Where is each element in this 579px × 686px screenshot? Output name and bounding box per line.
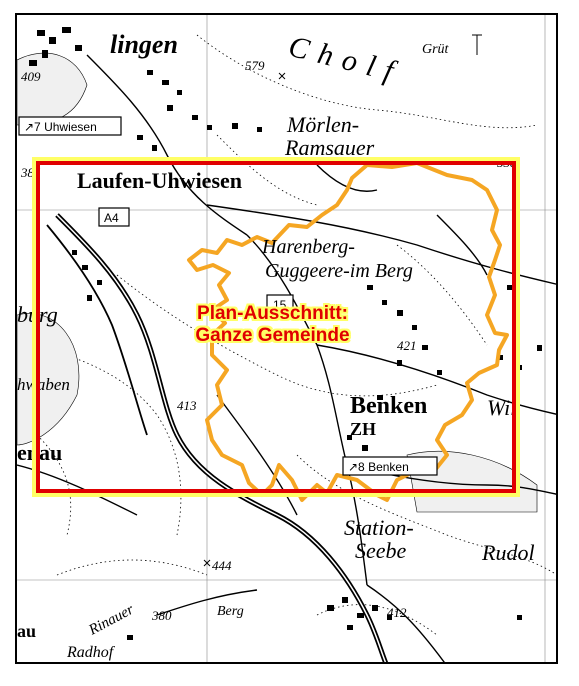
label-grut: Grüt (422, 42, 450, 57)
label-burg: burg (17, 302, 58, 327)
elevation-412: 412 (387, 605, 407, 620)
elevation-538: 538 (497, 155, 517, 170)
label-lingen: lingen (110, 30, 178, 59)
label-morlen: Mörlen- (286, 112, 359, 137)
sign-uhwiesen: ↗7 Uhwiesen (24, 120, 97, 134)
label-seebe: Seebe (355, 538, 407, 563)
elevation-444: 444 (212, 558, 232, 573)
label-enau: enau (17, 440, 62, 465)
sign-route15: 15 (273, 298, 287, 312)
road-signs: ↗7 Uhwiesen A4 15 ↗8 Benken (18, 116, 438, 476)
topographic-map[interactable]: lingen Cholf Grüt Mörlen- Ramsauer Laufe… (17, 15, 558, 664)
map-frame[interactable]: lingen Cholf Grüt Mörlen- Ramsauer Laufe… (15, 13, 558, 664)
label-berg: Berg (217, 604, 244, 619)
label-station: Station- (344, 515, 414, 540)
plan-caption: Plan-Ausschnitt: Ganze Gemeinde (165, 303, 380, 347)
spot-markers (203, 34, 482, 567)
elevation-421: 421 (397, 338, 417, 353)
elevation-380: 380 (151, 608, 172, 623)
label-wil: Wil (487, 395, 516, 420)
sign-a4: A4 (104, 211, 119, 225)
label-choll: Cholf (285, 30, 406, 90)
label-zh: ZH (350, 419, 376, 439)
municipal-boundary (187, 161, 509, 502)
label-radhof: Radhof (66, 644, 116, 661)
label-rinauer: Rinauer (85, 602, 136, 639)
label-ramsauer: Ramsauer (284, 135, 375, 160)
label-harenberg: Harenberg- (261, 236, 355, 258)
elevation-409: 409 (21, 69, 41, 84)
sign-benken: ↗8 Benken (348, 460, 409, 474)
label-guggeere: Guggeere-im Berg (265, 260, 413, 282)
elevation-579: 579 (245, 58, 265, 73)
label-rudol: Rudol (481, 540, 535, 565)
buildings (29, 27, 542, 640)
label-uhwiesen: Laufen-Uhwiesen (77, 168, 242, 193)
elevation-413: 413 (177, 398, 197, 413)
label-benken: Benken (350, 393, 427, 419)
caption-line-2: Ganze Gemeinde (195, 325, 350, 346)
railway (46, 224, 148, 436)
label-schwaben: hwaben (17, 375, 70, 394)
caption-line-1: Plan-Ausschnitt: (197, 303, 348, 324)
elevation-385: 385 (20, 165, 41, 180)
label-au: au (17, 621, 36, 641)
main-road (55, 213, 389, 662)
